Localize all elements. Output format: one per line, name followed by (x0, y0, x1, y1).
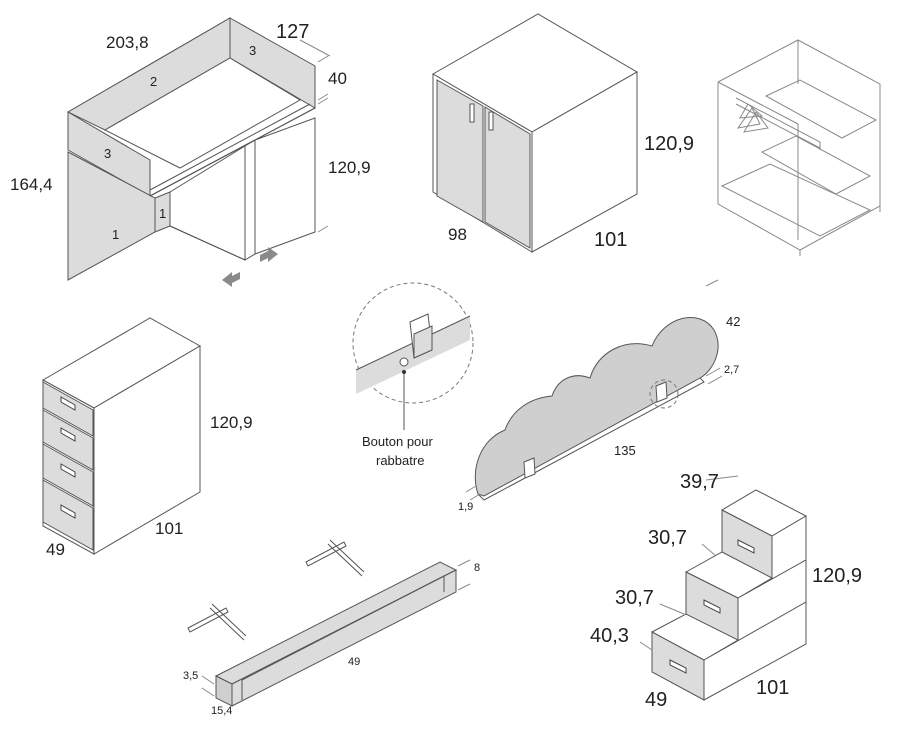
desk-right-leg-front (244, 139, 256, 261)
chest-drawer-3 (42, 443, 94, 507)
desk-inner-surface (103, 57, 301, 169)
step-handle-top-icon (737, 539, 755, 554)
desk-part-label-2: 2 (150, 74, 157, 89)
step-2-label: 30,7 (648, 527, 687, 549)
chest-depth-label: 101 (155, 519, 183, 538)
headboard-bracket-2-icon (655, 381, 668, 403)
desk-right-leg-side (254, 117, 316, 255)
hanger-icon (736, 103, 769, 133)
desk-height-label: 120,9 (328, 158, 371, 177)
chest-drawing: 120,9 49 101 (41, 317, 253, 559)
fold-button-icon (399, 357, 409, 367)
chest-handle-2-icon (60, 427, 76, 442)
desk-part-label-1: 1 (112, 227, 119, 242)
shelf-front (231, 569, 457, 707)
step-top-label: 39,7 (680, 471, 719, 493)
wardrobe-depth-label: 101 (594, 229, 627, 251)
desk-depth-label: 127 (276, 21, 309, 43)
step-3-label: 30,7 (615, 587, 654, 609)
shelf-length-label: 49 (348, 656, 360, 668)
headboard-bracket-1-icon (523, 457, 536, 479)
headboard-base-thickness-label: 1,9 (458, 501, 473, 513)
desk-top-height-label: 40 (328, 69, 347, 88)
headboard-panel (474, 316, 719, 497)
step-depth-label: 101 (756, 677, 789, 699)
chest-handle-4-icon (60, 504, 76, 519)
step-bottom-label: 40,3 (590, 625, 629, 647)
shelf-depth-label: 15,4 (211, 705, 232, 717)
shelf-top (214, 561, 458, 685)
chest-handle-3-icon (60, 463, 76, 478)
callout-label-line2: rabbatre (376, 453, 424, 468)
chest-drawer-4 (42, 479, 94, 551)
slide-arrows-icon (222, 247, 278, 287)
desk-drawing: 203,8 127 40 120,9 164,4 1 1 2 3 3 (10, 17, 371, 287)
wardrobe-drawing: 120,9 98 101 (432, 13, 694, 253)
shelf-thickness-label: 3,5 (183, 670, 198, 682)
wardrobe-handle-left-icon (469, 103, 475, 123)
wardrobe-handle-right-icon (488, 111, 494, 131)
chest-drawer-2 (42, 409, 94, 471)
shelf-bracket-left-icon (187, 603, 247, 641)
headboard-height-label: 42 (726, 314, 740, 329)
wardrobe-interior-drawing (717, 39, 881, 256)
headboard-thickness-label: 2,7 (724, 364, 739, 376)
desk-part-label-3b: 3 (104, 146, 111, 161)
wardrobe-width-label: 98 (448, 225, 467, 244)
step-unit-drawing: 39,7 30,7 30,7 40,3 120,9 49 101 (590, 471, 862, 711)
chest-handle-1-icon (60, 396, 76, 411)
wardrobe-door-right (484, 106, 531, 249)
desk-total-height-label: 164,4 (10, 175, 53, 194)
desk-width-label: 203,8 (106, 33, 149, 52)
callout-circle (352, 282, 474, 404)
step-handle-bottom-icon (669, 659, 687, 674)
shelf-height-label: 8 (474, 562, 480, 574)
chest-width-label: 49 (46, 540, 65, 559)
button-detail-callout: Bouton pour rabbatre (352, 282, 474, 468)
step-handle-middle-icon (703, 599, 721, 614)
headboard-drawing: 42 2,7 135 1,9 (458, 279, 740, 513)
headboard-length-label: 135 (614, 443, 636, 458)
step-width-label: 49 (645, 689, 667, 711)
desk-part-label-3: 3 (249, 43, 256, 58)
shelf-bracket-right-icon (305, 539, 365, 577)
desk-part-label-1b: 1 (159, 206, 166, 221)
step-height-label: 120,9 (812, 565, 862, 587)
chest-drawer-1 (42, 381, 94, 437)
shelf-drawing: 8 49 3,5 15,4 (183, 539, 480, 717)
wardrobe-height-label: 120,9 (644, 133, 694, 155)
chest-height-label: 120,9 (210, 413, 253, 432)
callout-label-line1: Bouton pour (362, 434, 434, 449)
